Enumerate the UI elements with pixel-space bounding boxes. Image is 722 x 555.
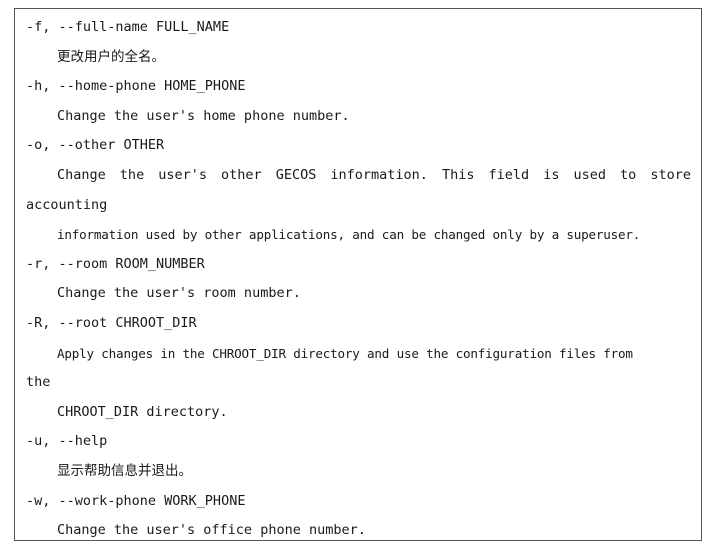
document-box: -f, --full-name FULL_NAME 更改用户的全名。 -h, -… (14, 8, 702, 541)
option-full-name-description: 更改用户的全名。 (57, 48, 165, 65)
option-other-description-cont: information used by other applications, … (57, 227, 641, 243)
option-help: -u, --help (26, 433, 108, 450)
option-full-name: -f, --full-name FULL_NAME (26, 19, 230, 35)
option-help-description: 显示帮助信息并退出。 (57, 462, 192, 479)
option-list: -f, --full-name FULL_NAME 更改用户的全名。 -h, -… (26, 13, 691, 546)
option-other: -o, --other OTHER (26, 137, 165, 154)
option-work-phone: -w, --work-phone WORK_PHONE (26, 492, 246, 509)
option-room: -r, --room ROOM_NUMBER (26, 255, 205, 272)
option-other-description: Change the user's other GECOS informatio… (57, 166, 691, 183)
option-root: -R, --root CHROOT_DIR (26, 314, 197, 331)
option-home-phone: -h, --home-phone HOME_PHONE (26, 78, 246, 95)
option-home-phone-description: Change the user's home phone number. (57, 107, 350, 124)
option-other-description-wrap: accounting (26, 196, 108, 213)
option-root-description-wrap: the (26, 374, 51, 391)
option-root-description-cont: CHROOT_DIR directory. (57, 403, 228, 420)
option-room-description: Change the user's room number. (57, 285, 301, 302)
option-work-phone-description: Change the user's office phone number. (57, 522, 366, 539)
option-root-description: Apply changes in the CHROOT_DIR director… (57, 345, 633, 361)
